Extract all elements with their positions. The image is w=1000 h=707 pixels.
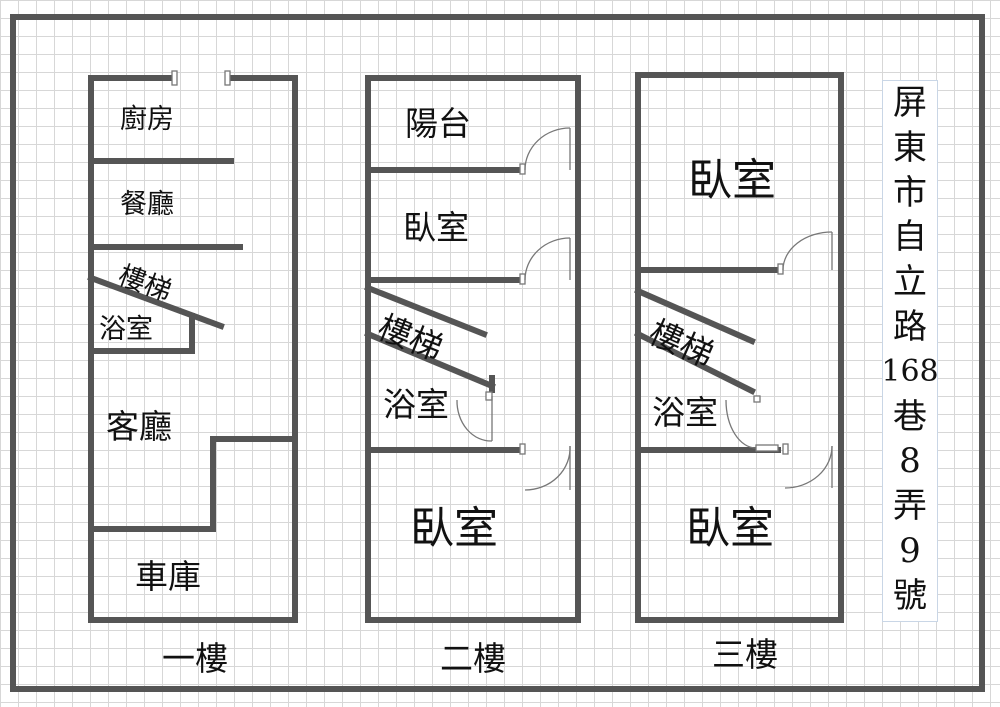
address-char: 立 — [893, 262, 927, 303]
floor-label-1f: 一樓 — [162, 639, 228, 678]
room-label-bathroom: 浴室 — [652, 393, 718, 432]
entry-post-left — [171, 70, 178, 86]
floor1-walls — [87, 75, 298, 623]
floor3-walls — [633, 72, 844, 623]
room-label-bedroom-upper: 臥室 — [688, 155, 776, 206]
outer-frame — [10, 14, 985, 692]
room-label-bedroom-lower: 臥室 — [686, 503, 774, 554]
floor-label-3f: 三樓 — [712, 635, 778, 674]
address-char: 東 — [893, 127, 927, 168]
room-label-dining: 餐廳 — [120, 189, 174, 220]
address-char: 弄 — [893, 486, 927, 527]
room-label-bedroom-lower: 臥室 — [410, 503, 498, 554]
floor3-doors — [725, 231, 833, 489]
floor2-walls — [364, 75, 581, 623]
address-char: 8 — [899, 441, 921, 482]
room-label-bedroom-upper: 臥室 — [403, 208, 469, 247]
room-label-living: 客廳 — [106, 407, 172, 446]
address-char: 屏 — [893, 83, 927, 123]
entry-post-right — [224, 70, 231, 86]
floor2-doors — [456, 127, 571, 491]
address-text-box: 屏 東 市 自 立 路 168 巷 8 弄 9 號 — [881, 80, 939, 622]
address-char: 巷 — [893, 396, 927, 437]
address-char: 號 — [893, 575, 927, 616]
room-label-bathroom: 浴室 — [383, 385, 449, 424]
address-char: 路 — [893, 306, 927, 347]
address-char: 9 — [899, 530, 921, 571]
room-label-kitchen: 廚房 — [120, 104, 174, 135]
room-label-bathroom: 浴室 — [99, 314, 153, 345]
address-char: 市 — [893, 172, 927, 213]
room-label-balcony: 陽台 — [405, 104, 471, 143]
floor-label-2f: 二樓 — [440, 639, 506, 678]
address-char: 自 — [893, 217, 927, 258]
address-char: 168 — [881, 353, 939, 389]
room-label-garage: 車庫 — [135, 557, 201, 596]
